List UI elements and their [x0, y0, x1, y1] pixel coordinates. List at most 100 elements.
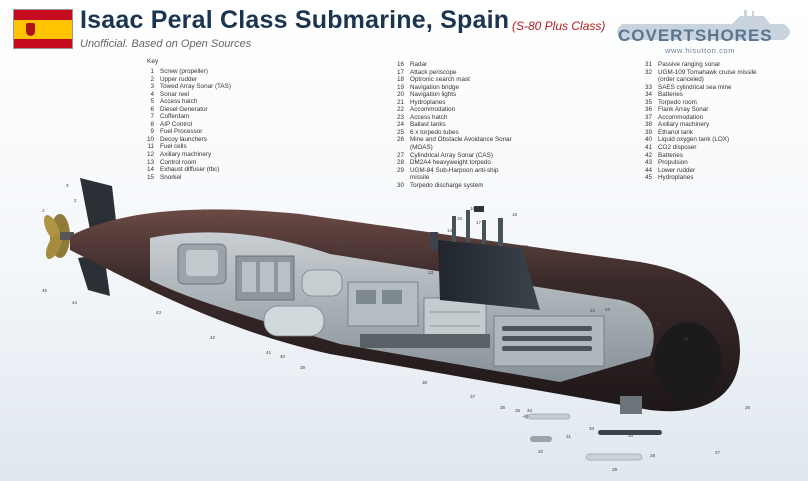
key-item-number: 37 — [644, 113, 652, 121]
diesel-generator — [177, 243, 227, 285]
key-item-number: 30 — [396, 181, 404, 189]
key-item-label: Attack periscope — [410, 68, 457, 76]
key-item-label: Access hatch — [410, 113, 448, 121]
callout-number: 42 — [210, 335, 216, 340]
key-item-number: 8 — [150, 120, 154, 128]
callout-number: 4 — [202, 212, 205, 217]
key-item-number: 7 — [150, 113, 154, 121]
key-item-number: 44 — [644, 166, 652, 174]
callout-number: 41 — [266, 350, 272, 355]
tomahawk-missile — [585, 453, 643, 461]
key-item-number: 25 — [396, 128, 404, 136]
callout-number: 8 — [296, 233, 299, 238]
key-item-number: 35 — [644, 98, 652, 106]
class-subtitle: (S-80 Plus Class) — [512, 19, 606, 33]
key-item-label: Flank Array Sonar — [658, 106, 709, 114]
callout-number: 1 — [42, 208, 45, 213]
source-note: Unofficial. Based on Open Sources — [80, 38, 252, 50]
key-item-number: 41 — [644, 144, 652, 152]
key-item-label: Ethanol tank — [658, 128, 694, 136]
callout-number: 29 — [612, 467, 618, 472]
key-item-number: 38 — [644, 121, 652, 129]
key-item-label: Lower rudder — [658, 166, 696, 174]
key-title: Key — [147, 58, 159, 65]
key-item-label: UGM-84 Sub-Harpoon anti-ship missile — [410, 166, 501, 182]
key-item-number: 27 — [396, 151, 404, 159]
spain-flag — [13, 9, 73, 49]
key-item: 45 Hydroplanes — [638, 174, 768, 182]
key-item-label: Torpedo discharge system — [410, 181, 484, 189]
batteries — [360, 334, 490, 348]
covertshores-logo-icon — [617, 10, 790, 40]
sail — [438, 206, 540, 310]
callout-number: 32 — [538, 449, 544, 454]
callout-number: 37 — [470, 394, 476, 399]
callout-number: 17 — [476, 220, 482, 225]
key-item-label: Mine and Obstacle Avoidance Sonar (MOAS) — [410, 136, 514, 152]
snorkel — [430, 232, 438, 250]
key-item-number: 21 — [396, 98, 404, 106]
callout-number: 20 — [540, 251, 546, 256]
callout-number: 40 — [280, 354, 286, 359]
callout-number: 15 — [457, 216, 463, 221]
key-item-number: 36 — [644, 106, 652, 114]
callout-number: 3 — [66, 183, 69, 188]
key-item-number: 6 — [150, 105, 154, 113]
callout-number: 25 — [683, 336, 689, 341]
key-item-number: 24 — [396, 121, 404, 129]
key-item-label: Accommodation — [410, 106, 456, 114]
key-item: 16 Radar — [390, 61, 520, 69]
key-item-label: Passive ranging sonar — [658, 61, 721, 68]
key-item-number: 1 — [150, 68, 154, 75]
callout-number: 43 — [156, 310, 162, 315]
callout-number: 31 — [566, 434, 572, 439]
key-item-label: DM2A4 heavyweight torpedo — [410, 159, 491, 167]
key-item-label: Radar — [410, 61, 428, 68]
callout-number: 27 — [715, 450, 721, 455]
key-item-label: Control room — [160, 158, 197, 166]
key-item-label: UGM-109 Tomahawk cruise missile (order c… — [658, 68, 759, 84]
key-item-number: 9 — [150, 128, 154, 136]
key-item-label: Cylindrical Array Sonar (CAS) — [410, 151, 493, 159]
callout-number: 34 — [527, 408, 533, 413]
key-item-number: 16 — [396, 61, 404, 68]
key-item: 44 Lower rudder — [638, 167, 768, 175]
callout-number: 35 — [515, 408, 521, 413]
key-item-number: 12 — [146, 151, 154, 159]
key-item-number: 45 — [644, 174, 652, 182]
key-item-label: Navigation lights — [410, 91, 457, 99]
key-item-number: 43 — [644, 159, 652, 167]
key-item: 27 Cylindrical Array Sonar (CAS) — [390, 152, 520, 160]
callout-number: 10 — [338, 243, 344, 248]
key-item-number: 2 — [150, 75, 154, 83]
key-item-number: 15 — [146, 173, 154, 181]
ethanol-tank — [301, 269, 343, 297]
aip-fuel-cells — [235, 255, 295, 301]
callout-number: 23 — [605, 307, 611, 312]
key-item-label: Decoy launchers — [160, 135, 207, 143]
key-item-label: AIP Control — [160, 120, 193, 128]
key-item-number: 10 — [146, 135, 154, 143]
sea-mine — [530, 436, 552, 442]
callout-number: 7 — [265, 226, 268, 231]
callout-number: 5 — [218, 214, 221, 219]
key-item-number: 33 — [644, 83, 652, 91]
key-item-label: Hydroplanes — [658, 174, 694, 182]
key-item: 30 Torpedo discharge system — [390, 182, 520, 190]
torpedo-room — [493, 315, 605, 367]
key-item-label: Navigation bridge — [410, 83, 460, 91]
callout-number: 19 — [523, 244, 529, 249]
